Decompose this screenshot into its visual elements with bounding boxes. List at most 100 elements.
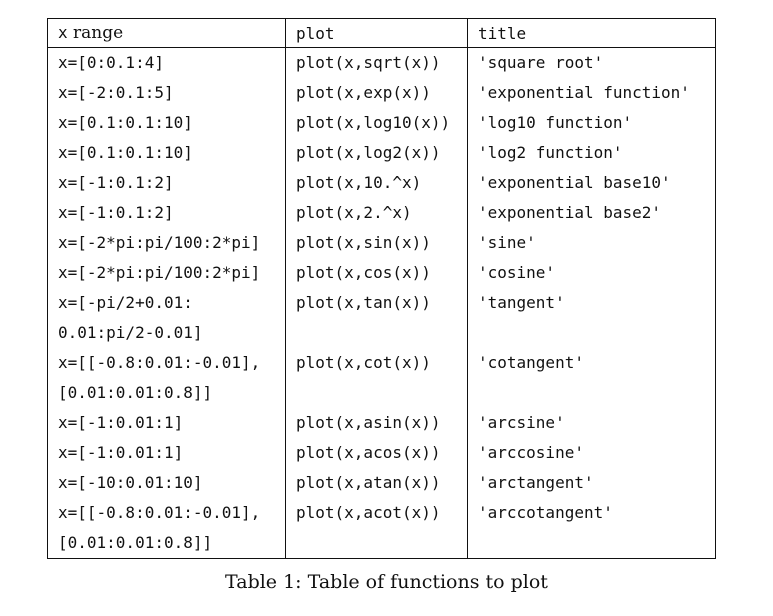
- title-text: 'log2 function': [478, 143, 623, 162]
- table-row-exp: x=[-2:0.1:5] plot(x,exp(x)) 'exponential…: [48, 78, 716, 108]
- header-x-range-mono: x: [58, 23, 68, 42]
- cell-x-range: x=[0.1:0.1:10]: [48, 108, 286, 138]
- x-range-text-line2: [0.01:0.01:0.8]]: [58, 533, 213, 552]
- table-row-log10: x=[0.1:0.1:10] plot(x,log10(x)) 'log10 f…: [48, 108, 716, 138]
- cell-x-range: x=[-10:0.01:10]: [48, 468, 286, 498]
- cell-x-range: x=[[-0.8:0.01:-0.01], [0.01:0.01:0.8]]: [48, 348, 286, 408]
- plot-text: plot(x,acos(x)): [296, 443, 441, 462]
- title-text: 'cosine': [478, 263, 556, 282]
- x-range-text: x=[[-0.8:0.01:-0.01],: [58, 353, 261, 372]
- plot-text: plot(x,asin(x)): [296, 413, 441, 432]
- table-caption: Table 1: Table of functions to plot: [225, 571, 548, 593]
- header-plot-label: plot: [296, 23, 335, 43]
- cell-x-range: x=[-1:0.01:1]: [48, 438, 286, 468]
- plot-text: plot(x,cot(x)): [296, 353, 431, 372]
- cell-title: 'arcsine': [467, 408, 716, 438]
- header-title-label: title: [478, 23, 527, 43]
- plot-text: plot(x,10.^x): [296, 173, 422, 192]
- plot-text: plot(x,log10(x)): [296, 113, 451, 132]
- cell-plot: plot(x,exp(x)): [285, 78, 468, 108]
- x-range-text: x=[-2:0.1:5]: [58, 83, 174, 102]
- x-range-text-line2: 0.01:pi/2-0.01]: [58, 323, 203, 342]
- cell-plot: plot(x,cos(x)): [285, 258, 468, 288]
- cell-x-range: x=[0.1:0.1:10]: [48, 138, 286, 168]
- table-row-sin: x=[-2*pi:pi/100:2*pi] plot(x,sin(x)) 'si…: [48, 228, 716, 258]
- x-range-text: x=[-1:0.01:1]: [58, 413, 184, 432]
- cell-x-range: x=[0:0.1:4]: [48, 48, 286, 79]
- cell-plot: plot(x,2.^x): [285, 198, 468, 228]
- x-range-text: x=[0.1:0.1:10]: [58, 113, 193, 132]
- header-row: x range plot title: [47, 18, 716, 48]
- plot-text: plot(x,sqrt(x)): [296, 53, 441, 72]
- plot-text: plot(x,acot(x)): [296, 503, 441, 522]
- cell-plot: plot(x,tan(x)): [285, 288, 468, 348]
- title-text: 'exponential function': [478, 83, 690, 102]
- cell-x-range: x=[[-0.8:0.01:-0.01], [0.01:0.01:0.8]]: [48, 498, 286, 559]
- table-body: x=[0:0.1:4] plot(x,sqrt(x)) 'square root…: [48, 47, 716, 559]
- cell-title: 'tangent': [467, 288, 716, 348]
- cell-title: 'exponential function': [467, 78, 716, 108]
- table-row-tan: x=[-pi/2+0.01: 0.01:pi/2-0.01] plot(x,tan…: [48, 288, 716, 348]
- plot-text: plot(x,cos(x)): [296, 263, 431, 282]
- table-row-cos: x=[-2*pi:pi/100:2*pi] plot(x,cos(x)) 'co…: [48, 258, 716, 288]
- x-range-text-line2: [0.01:0.01:0.8]]: [58, 383, 213, 402]
- x-range-text: x=[-1:0.01:1]: [58, 443, 184, 462]
- cell-x-range: x=[-2*pi:pi/100:2*pi]: [48, 228, 286, 258]
- x-range-text: x=[-1:0.1:2]: [58, 203, 174, 222]
- table-row-atan: x=[-10:0.01:10] plot(x,atan(x)) 'arctang…: [48, 468, 716, 498]
- plot-text: plot(x,tan(x)): [296, 293, 431, 312]
- plot-text: plot(x,log2(x)): [296, 143, 441, 162]
- cell-title: 'sine': [467, 228, 716, 258]
- cell-title: 'exponential base10': [467, 168, 716, 198]
- cell-plot: plot(x,sqrt(x)): [285, 47, 468, 78]
- column-header-title: title: [467, 18, 716, 48]
- table-row-acos: x=[-1:0.01:1] plot(x,acos(x)) 'arccosine…: [48, 438, 716, 468]
- cell-plot: plot(x,10.^x): [285, 168, 468, 198]
- x-range-text: x=[-pi/2+0.01:: [58, 293, 193, 312]
- cell-title: 'cosine': [467, 258, 716, 288]
- cell-x-range: x=[-1:0.1:2]: [48, 168, 286, 198]
- cell-plot: plot(x,atan(x)): [285, 468, 468, 498]
- table-row-log2: x=[0.1:0.1:10] plot(x,log2(x)) 'log2 fun…: [48, 138, 716, 168]
- cell-x-range: x=[-1:0.01:1]: [48, 408, 286, 438]
- x-range-text: x=[-2*pi:pi/100:2*pi]: [58, 233, 261, 252]
- plot-text: plot(x,2.^x): [296, 203, 412, 222]
- table-row-acot: x=[[-0.8:0.01:-0.01], [0.01:0.01:0.8]] pl…: [48, 498, 716, 559]
- x-range-text: x=[-10:0.01:10]: [58, 473, 203, 492]
- title-text: 'log10 function': [478, 113, 633, 132]
- title-text: 'tangent': [478, 293, 565, 312]
- title-text: 'sine': [478, 233, 536, 252]
- cell-title: 'log10 function': [467, 108, 716, 138]
- cell-plot: plot(x,sin(x)): [285, 228, 468, 258]
- table-row-asin: x=[-1:0.01:1] plot(x,asin(x)) 'arcsine': [48, 408, 716, 438]
- cell-x-range: x=[-2*pi:pi/100:2*pi]: [48, 258, 286, 288]
- title-text: 'exponential base2': [478, 203, 662, 222]
- table-row-sqrt: x=[0:0.1:4] plot(x,sqrt(x)) 'square root…: [48, 47, 716, 79]
- title-text: 'arcsine': [478, 413, 565, 432]
- x-range-text: x=[-1:0.1:2]: [58, 173, 174, 192]
- plot-text: plot(x,atan(x)): [296, 473, 441, 492]
- x-range-text: x=[0:0.1:4]: [58, 53, 164, 72]
- cell-plot: plot(x,cot(x)): [285, 348, 468, 408]
- cell-plot: plot(x,acos(x)): [285, 438, 468, 468]
- title-text: 'exponential base10': [478, 173, 671, 192]
- cell-x-range: x=[-1:0.1:2]: [48, 198, 286, 228]
- cell-x-range: x=[-pi/2+0.01: 0.01:pi/2-0.01]: [48, 288, 286, 348]
- cell-plot: plot(x,log2(x)): [285, 138, 468, 168]
- title-text: 'arccosine': [478, 443, 584, 462]
- cell-plot: plot(x,asin(x)): [285, 408, 468, 438]
- cell-title: 'arctangent': [467, 468, 716, 498]
- title-text: 'arccotangent': [478, 503, 613, 522]
- x-range-text: x=[[-0.8:0.01:-0.01],: [58, 503, 261, 522]
- cell-x-range: x=[-2:0.1:5]: [48, 78, 286, 108]
- x-range-text: x=[0.1:0.1:10]: [58, 143, 193, 162]
- cell-title: 'exponential base2': [467, 198, 716, 228]
- cell-plot: plot(x,log10(x)): [285, 108, 468, 138]
- cell-title: 'arccosine': [467, 438, 716, 468]
- plot-text: plot(x,exp(x)): [296, 83, 431, 102]
- cell-title: 'arccotangent': [467, 498, 716, 559]
- header-x-range-serif: range: [67, 23, 124, 43]
- table-row-pow2: x=[-1:0.1:2] plot(x,2.^x) 'exponential b…: [48, 198, 716, 228]
- x-range-text: x=[-2*pi:pi/100:2*pi]: [58, 263, 261, 282]
